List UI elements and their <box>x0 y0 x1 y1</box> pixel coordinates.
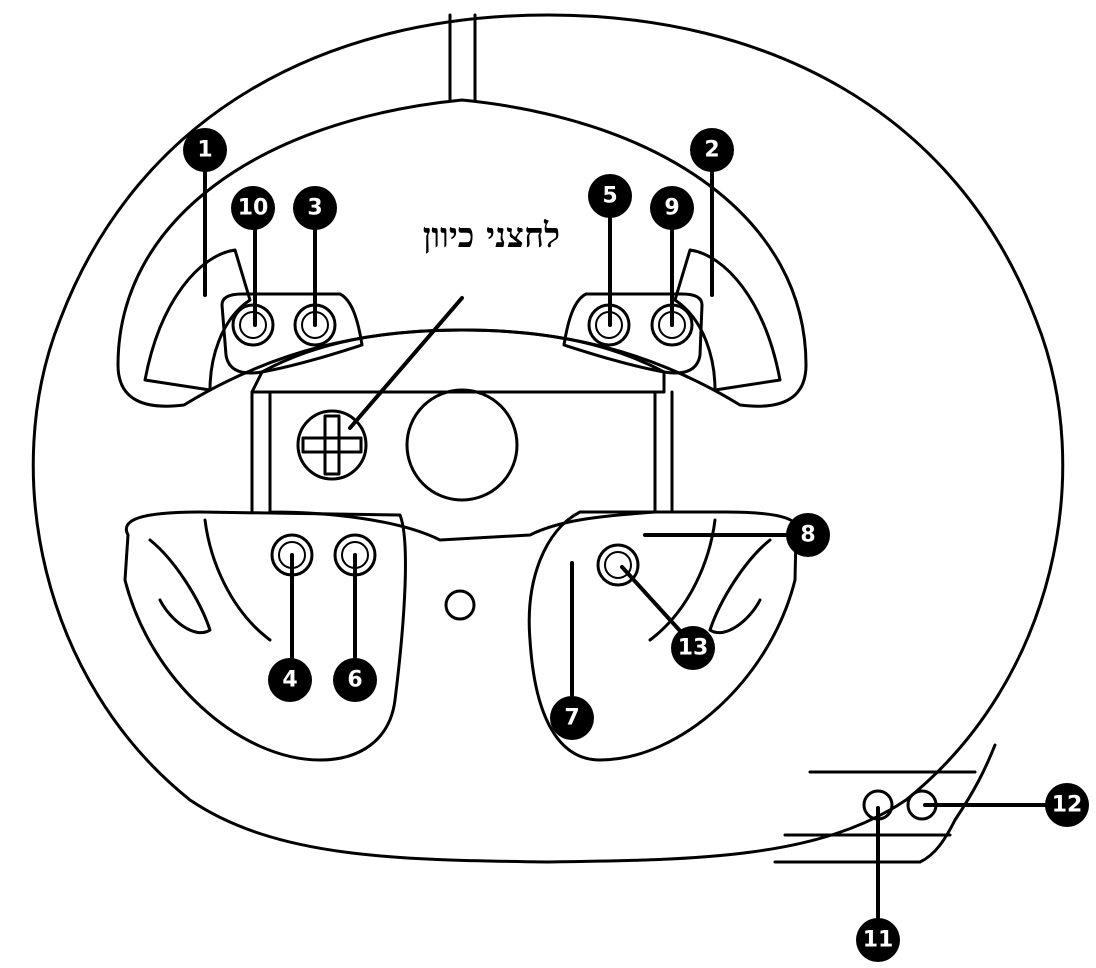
callout-8: 8 <box>786 513 830 557</box>
callout-11-label: 11 <box>863 928 894 953</box>
callout-13-label: 13 <box>678 636 709 661</box>
right-paddle <box>673 248 782 392</box>
callout-5-label: 5 <box>602 184 617 209</box>
callout-8-label: 8 <box>800 523 815 548</box>
callout-3: 3 <box>293 186 337 230</box>
dpad <box>296 409 368 481</box>
lower-left-grip-inner <box>203 518 272 642</box>
callout-6: 6 <box>333 658 377 702</box>
wheel-rim-outer <box>31 13 1065 864</box>
hub-plate <box>268 390 657 542</box>
lower-left-grip <box>123 510 407 762</box>
leader-dpad <box>348 296 464 430</box>
lower-left-grip-cut <box>148 538 212 635</box>
callout-13: 13 <box>671 626 715 670</box>
left-top-pod <box>220 292 364 375</box>
callout-9-label: 9 <box>664 196 679 221</box>
callout-7-label: 7 <box>564 706 579 731</box>
inset-detail <box>773 743 997 864</box>
callout-3-label: 3 <box>307 196 322 221</box>
callout-2-label: 2 <box>704 138 719 163</box>
right-top-pod <box>562 292 704 375</box>
callout-10: 10 <box>231 186 275 230</box>
callout-5: 5 <box>588 174 632 218</box>
callout-7: 7 <box>550 696 594 740</box>
button-13 <box>596 543 640 587</box>
leader-13 <box>620 565 684 635</box>
center-boss <box>405 388 519 502</box>
left-paddle <box>143 248 252 392</box>
callout-12: 12 <box>1045 783 1089 827</box>
callout-10-label: 10 <box>238 196 269 221</box>
callout-4-label: 4 <box>282 668 297 693</box>
dpad-annotation-label: לחצני כיוון <box>423 216 560 256</box>
callout-11: 11 <box>856 918 900 962</box>
lower-right-grip-cut <box>708 538 772 635</box>
wheel-rim-inner-top <box>116 98 808 408</box>
lower-right-grip-inner <box>648 518 717 642</box>
callout-2: 2 <box>690 128 734 172</box>
lower-screw <box>444 589 476 621</box>
callout-1: 1 <box>183 128 227 172</box>
callout-12-label: 12 <box>1052 793 1083 818</box>
lower-right-grip <box>527 510 800 762</box>
center-hub <box>250 328 666 394</box>
callout-9: 9 <box>650 186 694 230</box>
callout-1-label: 1 <box>197 138 212 163</box>
callout-6-label: 6 <box>347 668 362 693</box>
callout-4: 4 <box>268 658 312 702</box>
